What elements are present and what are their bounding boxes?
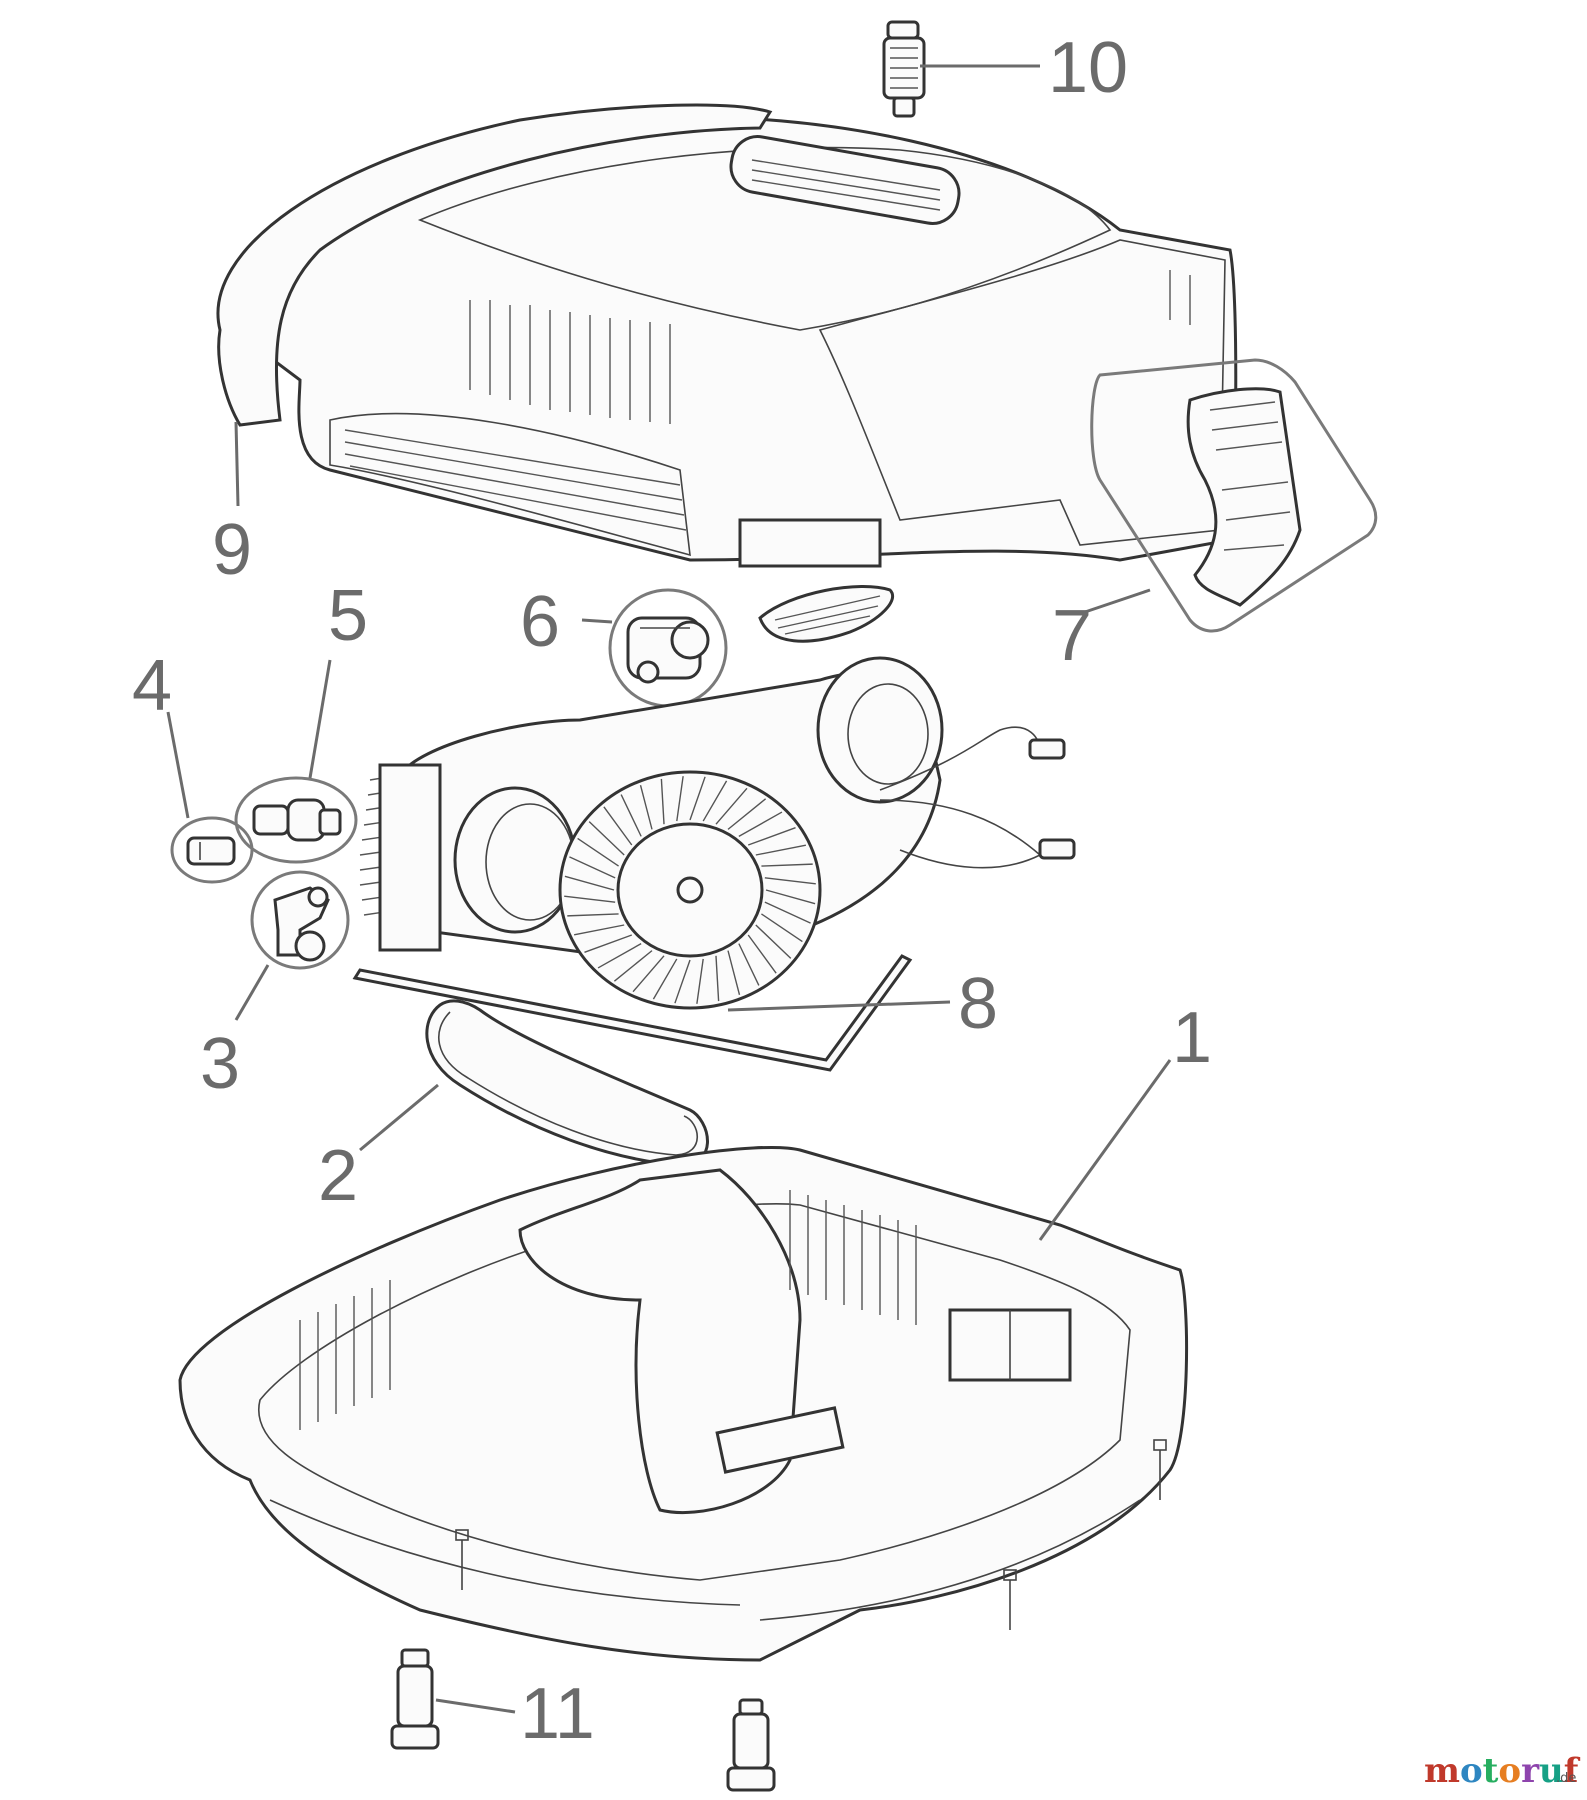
fan-blade	[765, 889, 816, 905]
fan-blade	[639, 784, 653, 830]
fan-blade	[620, 794, 642, 837]
callout-labels: 10 9 7 6 5 4 3 8 2 1 11	[132, 28, 1212, 1754]
leader-2	[359, 1083, 439, 1152]
leader-6	[581, 618, 613, 624]
part-7-side-cover	[1090, 358, 1378, 633]
fan-blade	[761, 913, 803, 943]
watermark-letter: o	[1498, 1751, 1521, 1791]
leader-1	[1038, 1059, 1172, 1241]
callout-9: 9	[212, 510, 252, 590]
part-10-knob	[882, 20, 926, 118]
part-6-small-motor	[608, 588, 728, 708]
callout-3: 3	[200, 1024, 240, 1104]
callout-10: 10	[1048, 28, 1128, 108]
fan-blade	[577, 837, 619, 867]
fan-blade	[569, 856, 616, 879]
callout-11: 11	[520, 1674, 595, 1754]
callout-6: 6	[520, 582, 560, 662]
part-11-foot	[390, 1648, 440, 1750]
fan-blade	[764, 877, 816, 885]
watermark-letter: m	[1424, 1751, 1460, 1791]
foot-bottom-center	[726, 1698, 776, 1792]
part-2-seal-ring	[425, 999, 709, 1167]
part-1-base-housing	[178, 1145, 1189, 1662]
fan-blade	[696, 958, 704, 1004]
watermark-letter: u	[1539, 1751, 1564, 1791]
fan-blade	[689, 776, 706, 821]
fan-blade	[764, 901, 811, 924]
leader-11	[435, 1698, 516, 1714]
fan-blade	[584, 934, 633, 953]
fan-blade	[755, 844, 807, 856]
watermark-letter: t	[1483, 1751, 1499, 1791]
fan-blade	[747, 827, 796, 846]
fan-blade	[567, 913, 619, 917]
fan-blade	[588, 821, 625, 856]
fan-blade	[727, 950, 741, 996]
fan-blade	[652, 958, 678, 1000]
part-9-top-cover	[216, 103, 1238, 568]
watermark-letter: o	[1460, 1751, 1483, 1791]
fan-blade	[597, 943, 642, 969]
fan-blade	[660, 778, 665, 825]
leader-4	[166, 711, 190, 819]
callout-5: 5	[328, 576, 368, 656]
fan-blade	[702, 780, 728, 822]
leader-3	[234, 964, 270, 1021]
callout-4: 4	[132, 646, 172, 726]
fan-blade	[632, 955, 665, 993]
svg-text:motoruf: motoruf	[1424, 1751, 1581, 1791]
leader-7	[1084, 588, 1151, 614]
fan-blade	[738, 943, 760, 986]
fan-blade	[564, 875, 615, 891]
watermark-letter: r	[1521, 1751, 1540, 1791]
fan-blade	[564, 895, 616, 903]
filter-pad	[758, 585, 894, 643]
callout-8: 8	[958, 964, 998, 1044]
leader-lines	[166, 64, 1172, 1714]
fan-blade	[727, 798, 767, 830]
watermark-suffix: .de	[1556, 1771, 1576, 1786]
fan-blade	[738, 811, 783, 837]
fan-blade	[676, 776, 684, 822]
fan-blade	[674, 959, 691, 1004]
fan-blade	[755, 924, 792, 959]
part-8-blower-assembly	[352, 656, 1076, 1072]
fan-blade	[573, 924, 625, 936]
motoruf-watermark-logo: motoruf .de	[1424, 1751, 1581, 1791]
leader-9	[234, 421, 240, 507]
watermark-letter: f	[1564, 1751, 1581, 1791]
fan-blade	[761, 863, 813, 867]
part-5-fitting	[234, 776, 358, 864]
fan-blade	[613, 950, 653, 982]
callout-1: 1	[1172, 998, 1212, 1078]
part-4-connector	[170, 816, 254, 884]
fan-blade	[747, 934, 777, 974]
part-3-elbow	[250, 870, 350, 970]
leader-8	[727, 1000, 951, 1012]
leader-5	[308, 659, 332, 779]
callout-2: 2	[318, 1136, 358, 1216]
fan-blade	[603, 806, 633, 846]
fan-blade	[715, 955, 720, 1002]
callout-7: 7	[1052, 596, 1092, 676]
fan-blade	[715, 787, 748, 825]
